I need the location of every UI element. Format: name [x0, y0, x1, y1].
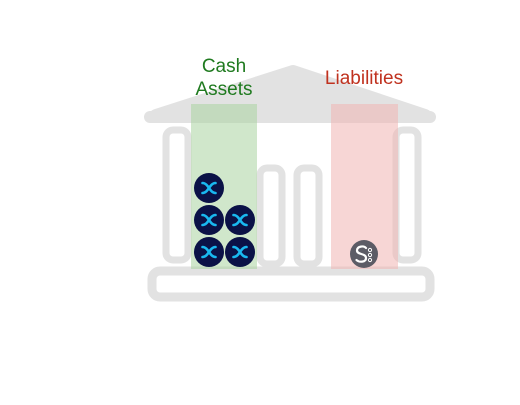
snx-token: [194, 205, 224, 235]
snx-token: [225, 205, 255, 235]
susd-token: [350, 240, 378, 268]
bank-base: [147, 266, 435, 302]
cash-assets-label: Cash Assets: [184, 55, 264, 101]
snx-token: [194, 237, 224, 267]
bank-pillar-4: [392, 126, 422, 264]
cash-label-line2: Assets: [195, 79, 253, 100]
snx-tokens: [194, 173, 255, 267]
bank-pillar-3: [293, 164, 323, 268]
cash-label-line1: Cash: [201, 56, 247, 77]
snx-token: [194, 173, 224, 203]
liabilities-label: Liabilities: [324, 68, 404, 89]
snx-token: [225, 237, 255, 267]
susd-icon: [355, 245, 373, 263]
bank-pillar-1: [162, 126, 192, 264]
bank-pillar-2: [256, 164, 286, 268]
